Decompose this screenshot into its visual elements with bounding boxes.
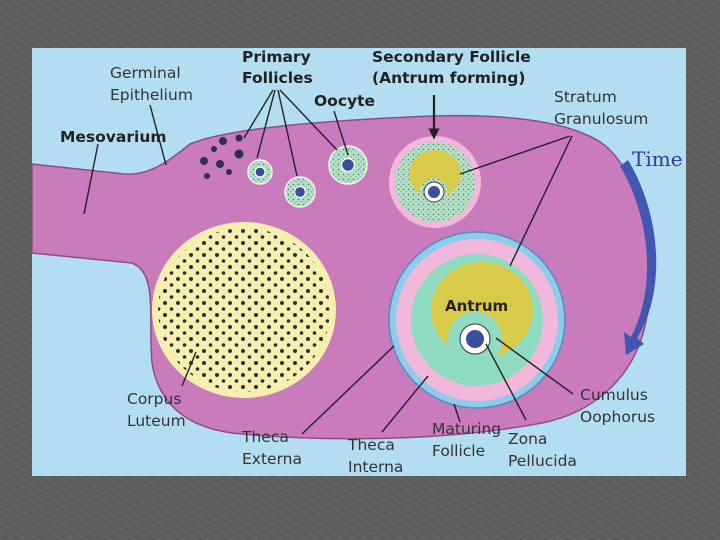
leader-oocyte xyxy=(333,110,349,156)
leader-germinal-epithelium xyxy=(149,104,167,166)
ovary-diagram: Germinal Epithelium Primary Follicles Se… xyxy=(32,48,683,476)
maturing-follicle xyxy=(388,231,566,409)
label-cumulus-oophorus: Cumulus Oophorus xyxy=(580,386,655,426)
label-theca-externa: Theca Externa xyxy=(241,428,302,468)
label-antrum: Antrum xyxy=(445,297,508,315)
primary-follicle xyxy=(328,145,368,185)
label-stratum-granulosum: Stratum Granulosum xyxy=(554,88,648,128)
leader-mesovarium xyxy=(83,143,99,215)
primary-follicle xyxy=(284,176,316,208)
curved-arrow-down-icon xyxy=(620,160,657,355)
label-secondary-follicle: Secondary Follicle (Antrum forming) xyxy=(372,48,536,87)
label-zona-pellucida: Zona Pellucida xyxy=(508,430,577,470)
label-time: Time xyxy=(632,147,683,171)
label-oocyte: Oocyte xyxy=(314,92,375,110)
diagram-slide: Germinal Epithelium Primary Follicles Se… xyxy=(32,48,686,476)
leader-theca-externa xyxy=(301,345,395,435)
label-germinal-epithelium: Germinal Epithelium xyxy=(110,64,193,104)
leader-zona-pellucida xyxy=(485,343,527,421)
label-primary-follicles: Primary Follicles xyxy=(242,48,316,87)
leader-stratum-granulosum xyxy=(459,135,573,267)
leader-maturing-follicle xyxy=(453,403,461,423)
label-theca-interna: Theca Interna xyxy=(347,436,403,476)
secondary-follicle xyxy=(389,136,481,228)
label-corpus-luteum: Corpus Luteum xyxy=(127,390,186,430)
primordial-follicles xyxy=(200,134,244,179)
label-maturing-follicle: Maturing Follicle xyxy=(432,420,506,460)
leader-corpus-luteum xyxy=(181,351,197,387)
primary-follicle xyxy=(247,159,273,185)
leader-cumulus-oophorus xyxy=(495,337,574,395)
leader-primary-follicles xyxy=(243,89,338,177)
label-mesovarium: Mesovarium xyxy=(60,128,167,146)
leader-theca-interna xyxy=(381,375,429,433)
